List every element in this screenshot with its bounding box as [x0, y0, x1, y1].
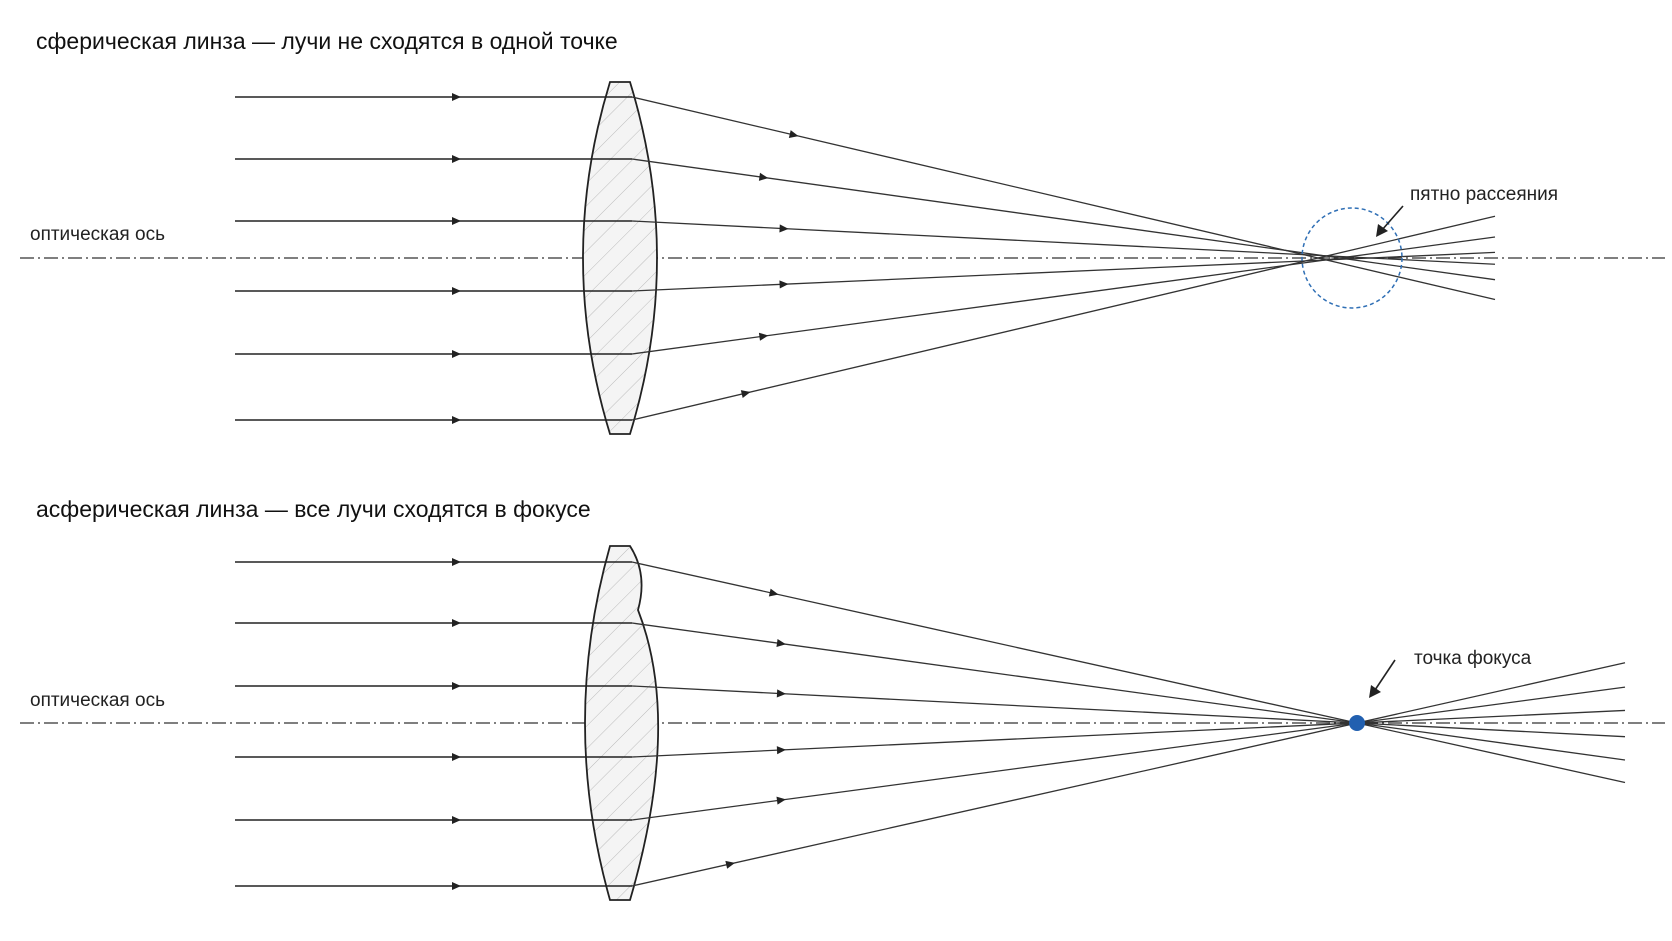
refracted-ray-arrow	[788, 130, 799, 138]
refracted-ray	[631, 251, 1496, 292]
refracted-ray-arrow	[740, 390, 751, 399]
incoming-ray-arrow	[452, 557, 461, 567]
refracted-ray	[631, 561, 1626, 784]
refracted-ray-arrow	[758, 332, 769, 341]
refracted-rays-bottom	[631, 561, 1626, 887]
incoming-ray-arrow	[452, 415, 461, 425]
incoming-ray-arrow	[452, 881, 461, 891]
aspherical-panel	[20, 545, 1665, 901]
incoming-ray-arrow	[452, 618, 461, 628]
refracted-ray-arrow	[776, 746, 786, 755]
refracted-ray-arrow	[725, 860, 736, 869]
incoming-rays-top	[235, 92, 632, 425]
refracted-ray-arrow	[779, 224, 789, 233]
incoming-ray-arrow	[452, 752, 461, 762]
scatter-spot-label: пятно рассеяния	[1410, 184, 1559, 205]
refracted-ray	[631, 215, 1496, 421]
incoming-rays-bottom	[235, 557, 632, 891]
incoming-ray-arrow	[452, 815, 461, 825]
refracted-ray-arrow	[776, 689, 786, 698]
focus-point-label: точка фокуса	[1414, 648, 1532, 669]
focus-point	[1349, 715, 1365, 731]
incoming-ray-arrow	[452, 216, 461, 226]
refracted-ray-arrow	[768, 588, 779, 597]
spherical-lens-title: сферическая линза — лучи не сходятся в о…	[36, 28, 618, 54]
optical-axis-label-top: оптическая ось	[30, 224, 165, 245]
spherical-lens	[582, 81, 658, 435]
aspherical-lens	[584, 545, 660, 901]
refracted-rays-top	[631, 96, 1496, 421]
focus-pointer	[1369, 659, 1396, 698]
refracted-ray	[631, 96, 1496, 301]
scatter-spot-circle	[1301, 207, 1403, 309]
aspherical-lens-title: асферическая линза — все лучи сходятся в…	[36, 496, 591, 522]
incoming-ray-arrow	[452, 154, 461, 164]
incoming-ray-arrow	[452, 681, 461, 691]
incoming-ray-arrow	[452, 349, 461, 359]
incoming-ray-arrow	[452, 286, 461, 296]
refracted-ray	[631, 236, 1496, 355]
refracted-ray	[631, 662, 1626, 887]
refracted-ray-arrow	[776, 638, 786, 648]
refracted-ray	[631, 709, 1626, 758]
refracted-ray	[631, 158, 1496, 281]
refracted-ray	[631, 685, 1626, 738]
incoming-ray-arrow	[452, 92, 461, 102]
optical-axis-label-bottom: оптическая ось	[30, 690, 165, 711]
scatter-spot-pointer	[1376, 205, 1404, 237]
refracted-ray	[631, 686, 1626, 821]
refracted-ray-arrow	[779, 280, 789, 289]
refracted-ray-arrow	[776, 796, 786, 805]
refracted-ray	[631, 622, 1626, 761]
refracted-ray-arrow	[758, 172, 769, 181]
spherical-panel	[20, 81, 1665, 435]
